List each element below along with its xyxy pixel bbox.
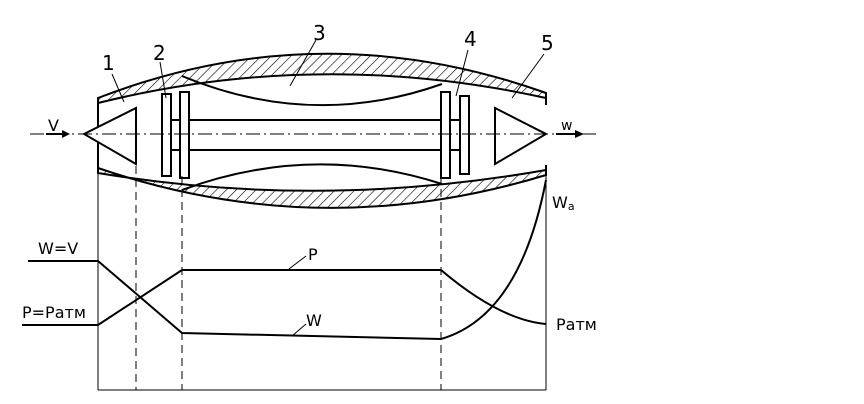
- pressure-curve-label: P: [308, 245, 318, 264]
- w-equals-v-label: W=V: [38, 239, 78, 258]
- exit-velocity-a-label: Wa: [552, 193, 575, 213]
- callout-leader-4: [455, 49, 469, 97]
- callout-1: 1: [102, 51, 115, 75]
- callout-leader-2: [159, 61, 167, 99]
- combustion-chamber-bottom: [181, 163, 443, 191]
- compressor-disc-1: [161, 93, 172, 177]
- pressure-leader: [288, 255, 307, 270]
- callout-4: 4: [464, 27, 477, 51]
- velocity-leader: [291, 323, 307, 337]
- p-equals-patm-label: P=Pатм: [22, 303, 86, 322]
- velocity-curve: [28, 179, 547, 341]
- exit-velocity-a-subscript: a: [568, 200, 575, 213]
- callout-leader-5: [511, 53, 545, 99]
- callout-leader-3: [289, 39, 317, 87]
- exit-velocity-a-main: W: [552, 193, 568, 212]
- inlet-arrow-head: [62, 130, 70, 138]
- inlet-cone: [81, 106, 137, 166]
- velocity-curve-label: W: [306, 311, 322, 330]
- exit-velocity-label: w: [561, 118, 572, 134]
- callout-5: 5: [541, 31, 554, 55]
- inlet-velocity-label: V: [48, 116, 59, 135]
- p-atm-exit-label: Pатм: [556, 315, 597, 334]
- turbine-disc-1: [440, 91, 451, 179]
- combustion-chamber-top: [181, 75, 443, 107]
- callout-leader-1: [111, 73, 125, 103]
- pressure-curve: [22, 269, 547, 326]
- turbine-disc-2: [459, 95, 470, 175]
- callout-3: 3: [313, 21, 326, 45]
- exit-arrow-head: [575, 130, 584, 138]
- exhaust-cone: [494, 106, 549, 166]
- compressor-disc-2: [179, 91, 190, 179]
- callout-2: 2: [153, 41, 166, 65]
